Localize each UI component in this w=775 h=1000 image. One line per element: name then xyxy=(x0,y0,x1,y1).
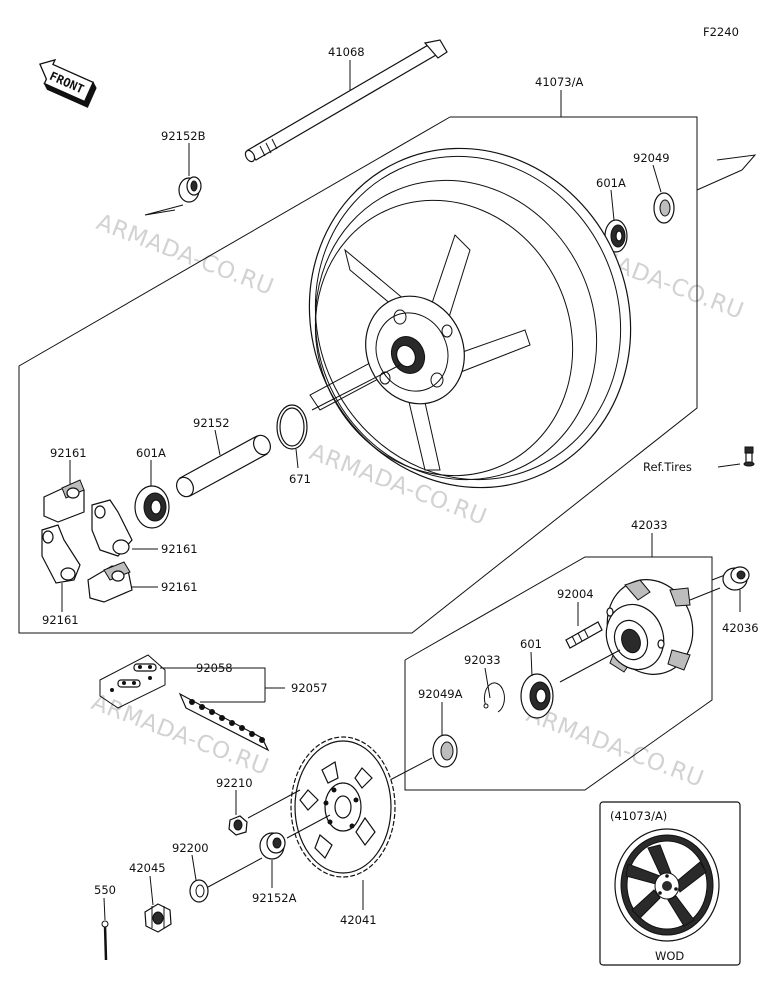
wheel-assembly-bracket xyxy=(18,116,698,634)
seal-92049A xyxy=(432,734,458,768)
callout-92152: 92152 xyxy=(193,416,230,430)
sprocket-42041 xyxy=(290,736,396,878)
chain-92057 xyxy=(178,692,270,752)
nut-92210 xyxy=(228,815,248,836)
callout-92033: 92033 xyxy=(464,653,501,667)
callout-42036: 42036 xyxy=(722,621,759,635)
damper-92161-c xyxy=(41,524,81,584)
tire-valve xyxy=(743,446,755,467)
damper-92161-d xyxy=(87,561,133,603)
figure-code: F2240 xyxy=(703,25,739,39)
callout-42033: 42033 xyxy=(631,518,668,532)
callout-92004: 92004 xyxy=(557,587,594,601)
callout-92049: 92049 xyxy=(633,151,670,165)
callout-550: 550 xyxy=(94,883,116,897)
inset-caption: WOD xyxy=(655,949,684,963)
callout-41073A: 41073/A xyxy=(535,75,583,89)
watermark-5: ARMADA-CO.RU xyxy=(523,701,707,792)
wheel-variant-inset: (41073/A) WOD xyxy=(599,801,741,966)
callout-601A-top: 601A xyxy=(596,176,626,190)
washer-92200 xyxy=(189,879,209,903)
bearing-601 xyxy=(520,673,554,719)
callout-42045: 42045 xyxy=(129,861,166,875)
reference-tires: Ref.Tires xyxy=(643,460,692,474)
o-ring-671 xyxy=(276,404,308,450)
callout-42041: 42041 xyxy=(340,913,377,927)
callout-92057: 92057 xyxy=(291,681,328,695)
damper-92161-a xyxy=(43,479,85,523)
callout-671: 671 xyxy=(289,472,311,486)
collar-92152 xyxy=(176,434,271,498)
front-direction-badge: FRONT xyxy=(39,58,97,108)
bearing-601A-left xyxy=(134,485,170,529)
callout-92049A: 92049A xyxy=(418,687,463,701)
master-link-92058 xyxy=(99,654,166,709)
callout-92058: 92058 xyxy=(196,661,233,675)
callout-92152B: 92152B xyxy=(161,129,206,143)
cotter-pin-550 xyxy=(101,920,109,961)
nut-42045 xyxy=(144,903,172,933)
callout-labels: 41068 41073/A 92152B 92049 601A 92152 92… xyxy=(42,45,759,927)
bearing-601A-top xyxy=(604,219,628,253)
watermark-1: ARMADA-CO.RU xyxy=(93,209,277,300)
callout-92152A: 92152A xyxy=(252,891,297,905)
callout-92161-a: 92161 xyxy=(50,446,87,460)
callout-41068: 41068 xyxy=(328,45,365,59)
callout-601: 601 xyxy=(520,637,542,651)
stud-92004 xyxy=(565,621,603,649)
coupling-42033 xyxy=(605,579,694,675)
callout-92161-b: 92161 xyxy=(161,542,198,556)
circlip-92033 xyxy=(483,682,505,713)
collar-92152A xyxy=(259,832,286,860)
callout-92210: 92210 xyxy=(216,776,253,790)
callout-92200: 92200 xyxy=(172,841,209,855)
rear-wheel-41073A xyxy=(308,147,632,489)
seal-92049 xyxy=(653,192,675,224)
damper-92161-b xyxy=(91,499,133,557)
inset-title: (41073/A) xyxy=(610,809,667,823)
collar-92152B xyxy=(178,176,202,203)
callout-92161-d: 92161 xyxy=(42,613,79,627)
collar-42036 xyxy=(722,566,750,591)
callout-92161-c: 92161 xyxy=(161,580,198,594)
callout-601A-left: 601A xyxy=(136,446,166,460)
axle-41068 xyxy=(244,39,448,163)
sprocket-hub-bracket xyxy=(404,556,713,791)
